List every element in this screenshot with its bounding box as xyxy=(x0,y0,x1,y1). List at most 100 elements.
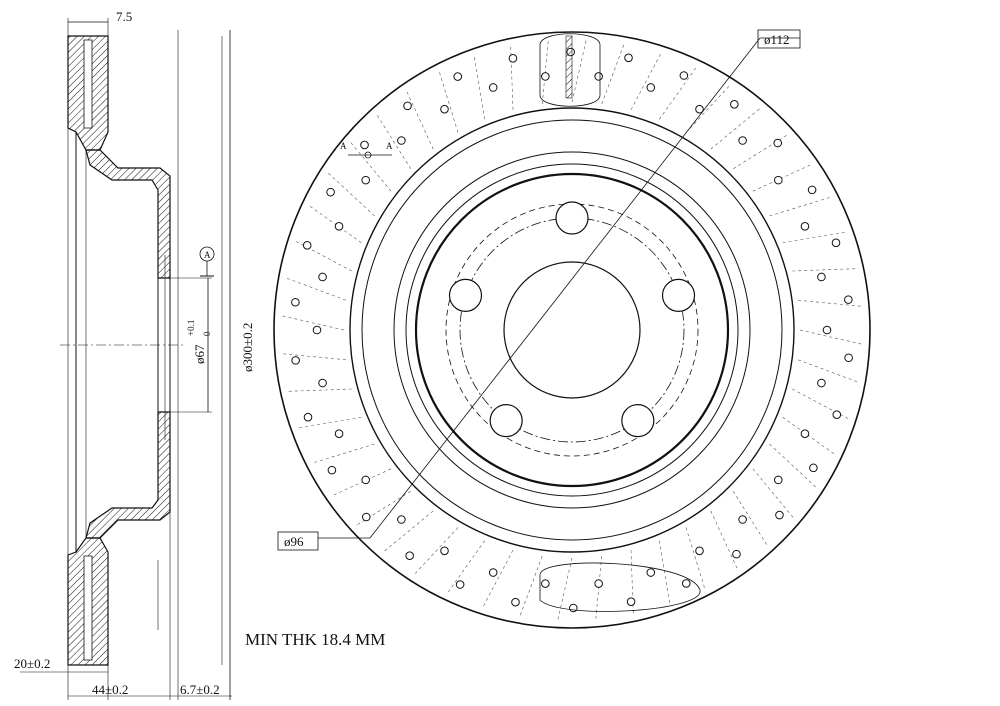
drill-hole xyxy=(681,579,691,588)
drill-holes xyxy=(291,47,853,613)
vent-line xyxy=(519,555,543,618)
drill-hole xyxy=(508,54,518,63)
drill-hole xyxy=(594,72,603,81)
drill-hole xyxy=(361,475,371,485)
vent-line xyxy=(413,527,459,576)
bolt-hole xyxy=(621,404,655,438)
drill-hole xyxy=(822,325,832,335)
drill-hole xyxy=(488,568,498,577)
vent-line xyxy=(382,510,434,553)
vent-line xyxy=(296,416,362,429)
vent-line xyxy=(630,51,662,110)
dim-thickness: 20±0.2 xyxy=(14,656,50,671)
vent-line xyxy=(769,443,818,489)
drill-hole xyxy=(679,71,689,80)
drill-hole xyxy=(844,295,853,304)
vent-line xyxy=(284,277,347,301)
section-marker-a2: A xyxy=(386,141,393,151)
bolt-hole xyxy=(555,201,589,235)
vent-line xyxy=(710,107,762,150)
vent-line xyxy=(595,556,603,622)
drill-hole xyxy=(455,580,465,589)
drill-hole xyxy=(397,515,406,524)
vent-line xyxy=(331,468,392,497)
bolt-holes xyxy=(448,201,696,438)
bolt-hole xyxy=(489,404,523,438)
vent-line xyxy=(659,65,698,120)
vent-line xyxy=(792,268,858,272)
drill-hole xyxy=(361,175,371,185)
vent-line xyxy=(541,38,549,104)
vent-line xyxy=(752,468,795,520)
bolt-hole xyxy=(448,278,483,312)
drill-hole xyxy=(405,551,414,560)
vent-line xyxy=(798,299,864,307)
min-thickness-note: MIN THK 18.4 MM xyxy=(245,630,385,649)
front-view: ø96 ø112 A A xyxy=(273,29,871,629)
drill-hole xyxy=(807,185,817,195)
vent-line xyxy=(557,557,573,622)
drill-hole xyxy=(303,412,313,422)
drill-hole xyxy=(831,238,841,248)
vent-line xyxy=(438,70,459,133)
drill-hole xyxy=(817,272,826,282)
drill-hole xyxy=(334,221,344,231)
hat-outer xyxy=(414,172,730,488)
drill-hole xyxy=(453,72,463,81)
drill-hole xyxy=(541,579,550,588)
drill-hole xyxy=(326,187,335,197)
drill-hole xyxy=(327,465,337,475)
dim-hat-offset: 6.7±0.2 xyxy=(180,682,220,697)
drill-hole xyxy=(832,410,842,419)
dim-top-flange: 7.5 xyxy=(116,9,132,24)
dim-hat-bore-tol-upper: +0.1 xyxy=(186,320,196,336)
drill-hole xyxy=(695,546,704,556)
drill-hole xyxy=(646,83,656,92)
vent-line xyxy=(571,38,587,103)
drill-hole xyxy=(360,140,369,150)
vent-line xyxy=(710,510,739,571)
drill-hole xyxy=(302,241,312,250)
drill-hole xyxy=(732,549,741,559)
vent-line xyxy=(732,491,769,547)
drill-hole xyxy=(626,597,636,606)
dim-hat-height: 44±0.2 xyxy=(92,682,128,697)
vent-line xyxy=(307,204,362,243)
hat-section-lower xyxy=(85,411,171,539)
label-pilot-circle: ø96 xyxy=(284,534,304,549)
drill-hole xyxy=(809,463,818,473)
drill-hole xyxy=(291,297,300,307)
drill-hole xyxy=(440,104,449,114)
drill-hole xyxy=(695,104,704,114)
drill-hole xyxy=(773,138,783,148)
drill-hole xyxy=(511,597,520,607)
vent-line xyxy=(405,89,434,150)
drill-hole xyxy=(291,356,300,365)
vent-line xyxy=(658,540,671,606)
vent-line xyxy=(349,140,392,192)
drill-hole xyxy=(646,568,656,577)
drill-hole xyxy=(403,101,412,111)
drill-hole xyxy=(624,53,633,63)
drill-hole xyxy=(361,512,371,522)
drill-hole xyxy=(800,221,810,231)
dim-hat-bore-tol-lower: 0 xyxy=(202,331,212,336)
vent-line xyxy=(446,540,485,595)
drill-hole xyxy=(569,603,578,613)
vent-line xyxy=(782,417,837,456)
center-bore xyxy=(503,261,641,399)
vent-line xyxy=(326,171,375,217)
vent-line xyxy=(792,388,851,420)
vent-line xyxy=(752,163,813,192)
side-section-view: 7.5 ø300±0.2 ø67 +0.1 0 A 20±0.2 44±0.2 … xyxy=(14,9,255,700)
bolt-hole xyxy=(661,278,696,312)
drill-hole xyxy=(844,353,853,363)
vent-line xyxy=(799,329,864,345)
vent-line xyxy=(473,54,486,120)
drill-hole xyxy=(817,378,826,388)
vent-line xyxy=(280,315,345,331)
vent-line xyxy=(375,113,412,169)
label-bolt-circle: ø112 xyxy=(764,32,790,47)
vent-line xyxy=(769,196,832,217)
